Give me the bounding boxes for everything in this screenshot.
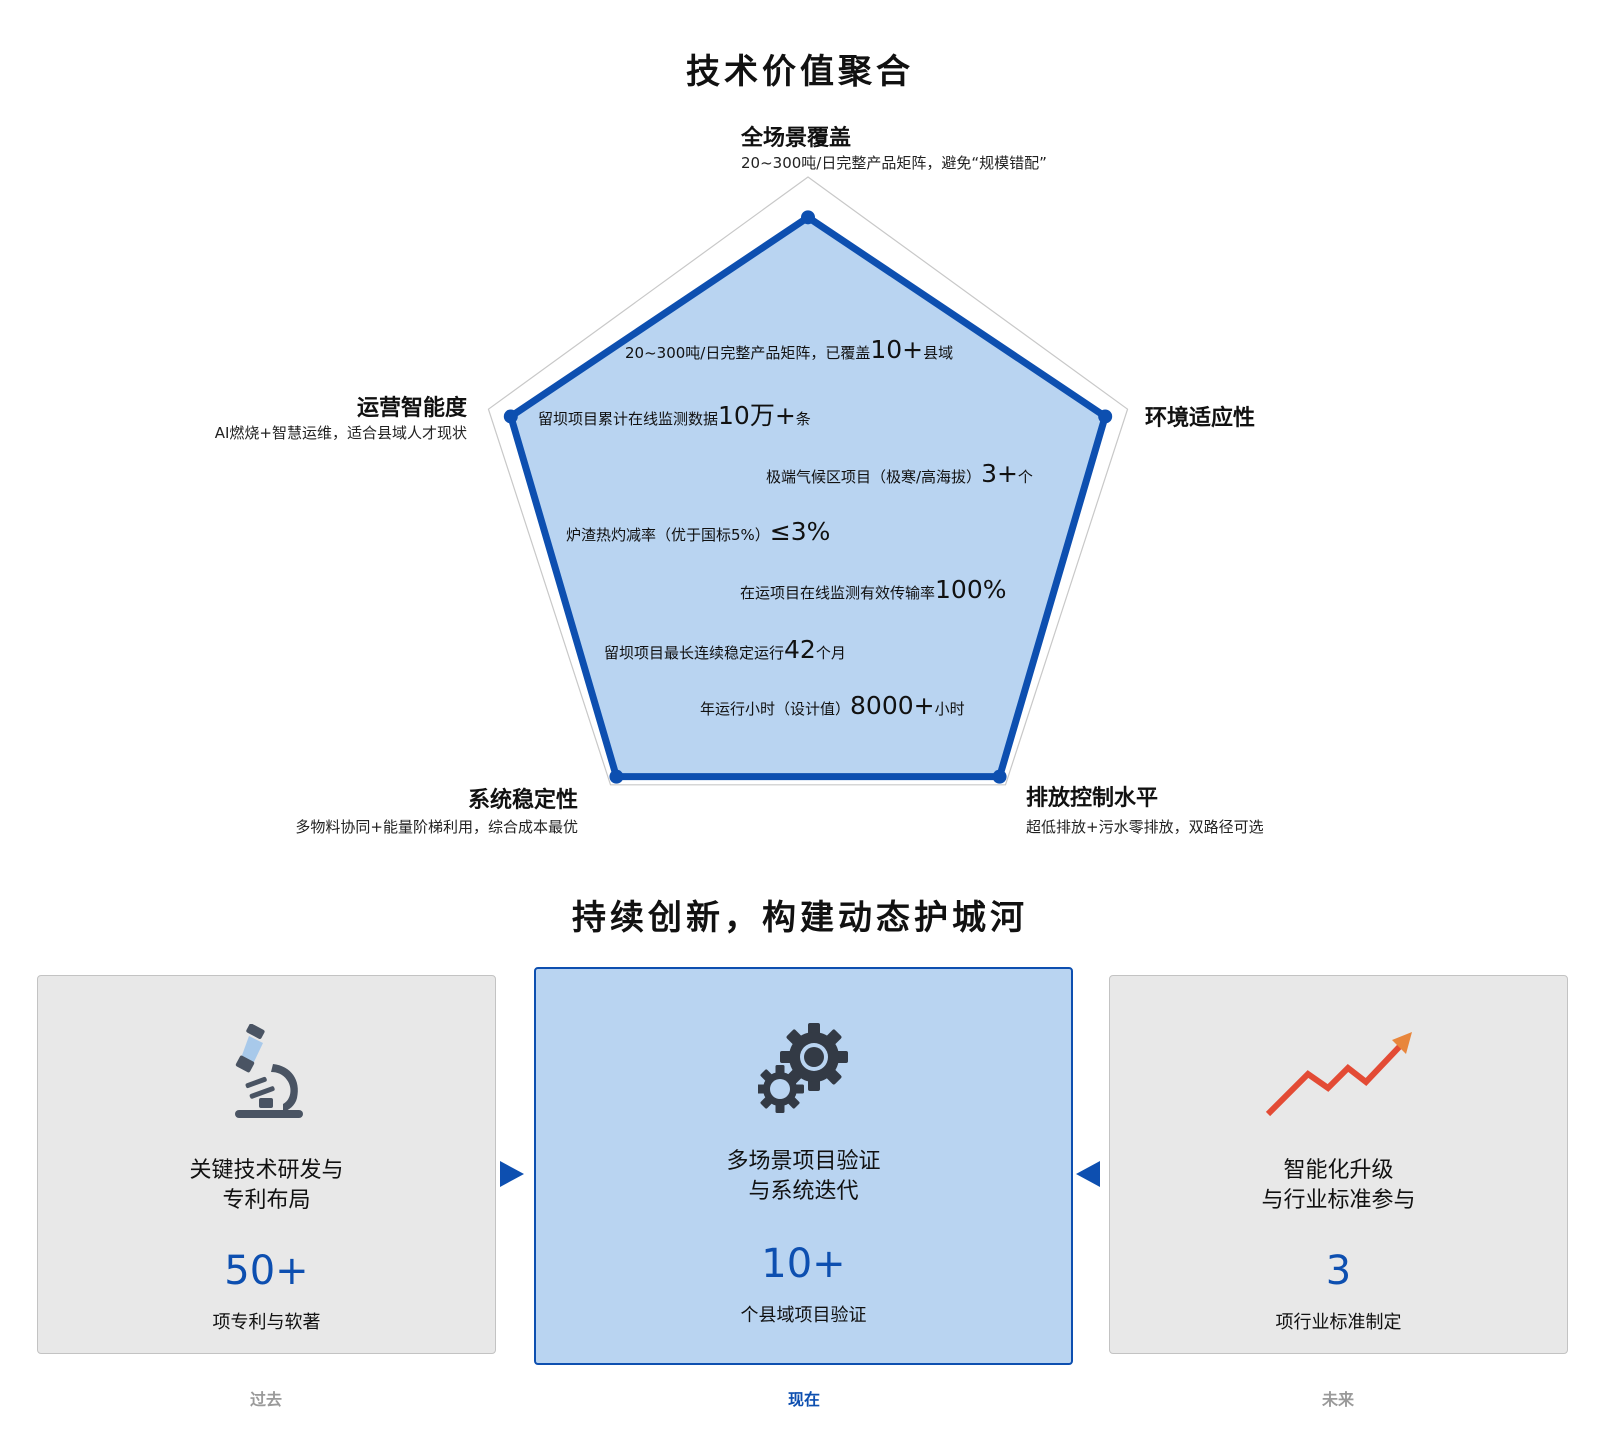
card-now-unit: 个县域项目验证 [740, 1305, 867, 1326]
section-title-innovation: 持续创新，构建动态护城河 [572, 898, 1028, 938]
radar-grid [487, 176, 1129, 786]
axis-desc-emission: 超低排放+污水零排放，双路径可选 [1026, 818, 1264, 836]
card-future-unit: 项行业标准制定 [1275, 1312, 1402, 1333]
card-now-title-line2: 与系统迭代 [748, 1179, 859, 1204]
card-past-title-line2: 专利布局 [222, 1188, 311, 1213]
stat-annual-hours: 年运行小时（设计值）8000+小时 [700, 691, 965, 720]
axis-desc-intelligence: AI燃烧+智慧运维，适合县域人才现状 [214, 424, 467, 442]
stat-monitoring-records: 留坝项目累计在线监测数据10万+条 [538, 401, 811, 430]
axis-title-adaptability: 环境适应性 [1145, 406, 1256, 431]
radar-point-0 [801, 210, 815, 225]
axis-title-emission: 排放控制水平 [1026, 786, 1159, 811]
stat-extreme-climate: 极端气候区项目（极寒/高海拔）3+个 [766, 459, 1033, 488]
arrow-right-icon [500, 1161, 524, 1187]
stat-transmission-rate: 在运项目在线监测有效传输率100% [740, 575, 1007, 604]
trend-up-icon [1264, 1028, 1414, 1120]
axis-title-coverage: 全场景覆盖 [741, 126, 852, 151]
radar-point-1 [1098, 409, 1113, 424]
stat-stable-operation: 留坝项目最长连续稳定运行42个月 [604, 635, 846, 664]
axis-desc-stability: 多物料协同+能量阶梯利用，综合成本最优 [295, 818, 578, 836]
radar-point-2 [992, 769, 1007, 784]
era-label-now: 现在 [787, 1390, 820, 1409]
stat-county-coverage: 20~300吨/日完整产品矩阵，已覆盖10+县域 [625, 335, 954, 364]
era-label-past: 过去 [249, 1390, 282, 1409]
card-future: 智能化升级 与行业标准参与 3 项行业标准制定 [1109, 975, 1568, 1354]
card-past-number: 50+ [224, 1248, 309, 1294]
radar-series-area [506, 213, 1110, 781]
arrow-left-icon [1076, 1161, 1100, 1187]
card-now: 多场景项目验证 与系统迭代 10+ 个县域项目验证 [534, 967, 1073, 1365]
card-future-title-line2: 与行业标准参与 [1261, 1188, 1416, 1213]
card-future-number: 3 [1325, 1248, 1352, 1294]
radar-chart [487, 176, 1129, 786]
section-title-tech-value: 技术价值聚合 [686, 52, 914, 92]
axis-title-stability: 系统稳定性 [467, 788, 578, 813]
card-now-title-line1: 多场景项目验证 [726, 1149, 881, 1174]
card-now-number: 10+ [761, 1241, 846, 1287]
card-past-title-line1: 关键技术研发与 [189, 1158, 344, 1183]
stat-slag-loss: 炉渣热灼减率（优于国标5%）≤3% [566, 517, 831, 546]
card-past-unit: 项专利与软著 [212, 1312, 321, 1333]
axis-title-intelligence: 运营智能度 [356, 396, 467, 421]
microscope-icon [227, 1023, 307, 1120]
card-past: 关键技术研发与 专利布局 50+ 项专利与软著 [37, 975, 496, 1354]
axis-desc-coverage: 20~300吨/日完整产品矩阵，避免“规模错配” [741, 154, 1047, 172]
gears-icon [755, 1023, 850, 1115]
card-future-title-line1: 智能化升级 [1283, 1158, 1394, 1183]
radar-point-3 [609, 769, 624, 784]
era-label-future: 未来 [1321, 1390, 1354, 1409]
radar-point-4 [503, 409, 518, 424]
